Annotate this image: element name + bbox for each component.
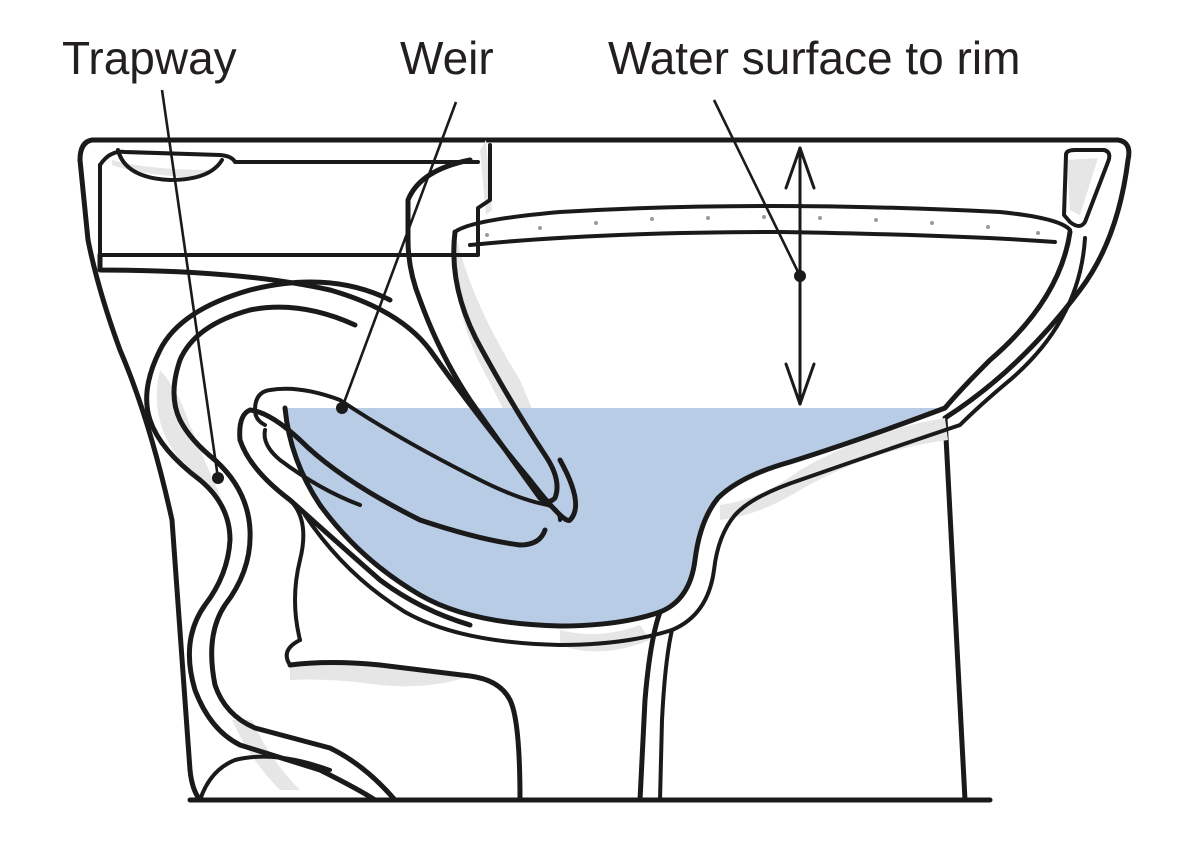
outlet-channel xyxy=(287,660,523,803)
weir-inner xyxy=(253,386,562,522)
measurement-arrow-head-bottom xyxy=(784,362,816,406)
bowl-front-wall xyxy=(405,157,560,504)
water-body xyxy=(285,408,945,626)
weir-leader-dot xyxy=(336,402,348,414)
toilet-body xyxy=(77,137,1132,803)
trapway-inner-wall xyxy=(171,304,398,803)
rim-deck xyxy=(98,143,1112,257)
weir-tip xyxy=(262,428,362,507)
rim-channel xyxy=(1062,148,1112,228)
label-weir: Weir xyxy=(400,32,494,84)
base-divider xyxy=(637,609,663,803)
label-water-surface-to-rim: Water surface to rim xyxy=(608,32,1020,84)
trapway-leader-dot xyxy=(212,472,224,484)
weir-leader xyxy=(340,101,458,409)
outlet-channel-inner xyxy=(288,498,306,642)
label-trapway: Trapway xyxy=(62,32,237,84)
base-divider-inner xyxy=(658,628,674,802)
tank-inlet xyxy=(98,143,492,257)
measurement-arrow-head-top xyxy=(784,146,816,190)
bowl-wall-outer xyxy=(303,236,1087,647)
deck-inner-top xyxy=(98,149,480,167)
trapway-loop xyxy=(144,279,393,803)
weir-wall xyxy=(237,407,548,628)
trapway xyxy=(97,252,674,803)
measurement-arrow xyxy=(784,146,816,406)
base-foot xyxy=(198,754,332,802)
outer-shell xyxy=(77,137,1132,803)
outlet-left-wall xyxy=(284,638,302,667)
bowl-rim xyxy=(453,204,1072,234)
bowl-wall xyxy=(282,229,1073,629)
trapway-leader xyxy=(160,89,220,479)
bowl-rim-inner xyxy=(468,230,1057,247)
trapway-outer-wall xyxy=(97,252,579,523)
inlet-duct xyxy=(116,148,224,182)
rim-jet-holes xyxy=(485,215,1040,237)
leaders xyxy=(160,89,806,484)
water-surface-leader xyxy=(712,99,802,277)
